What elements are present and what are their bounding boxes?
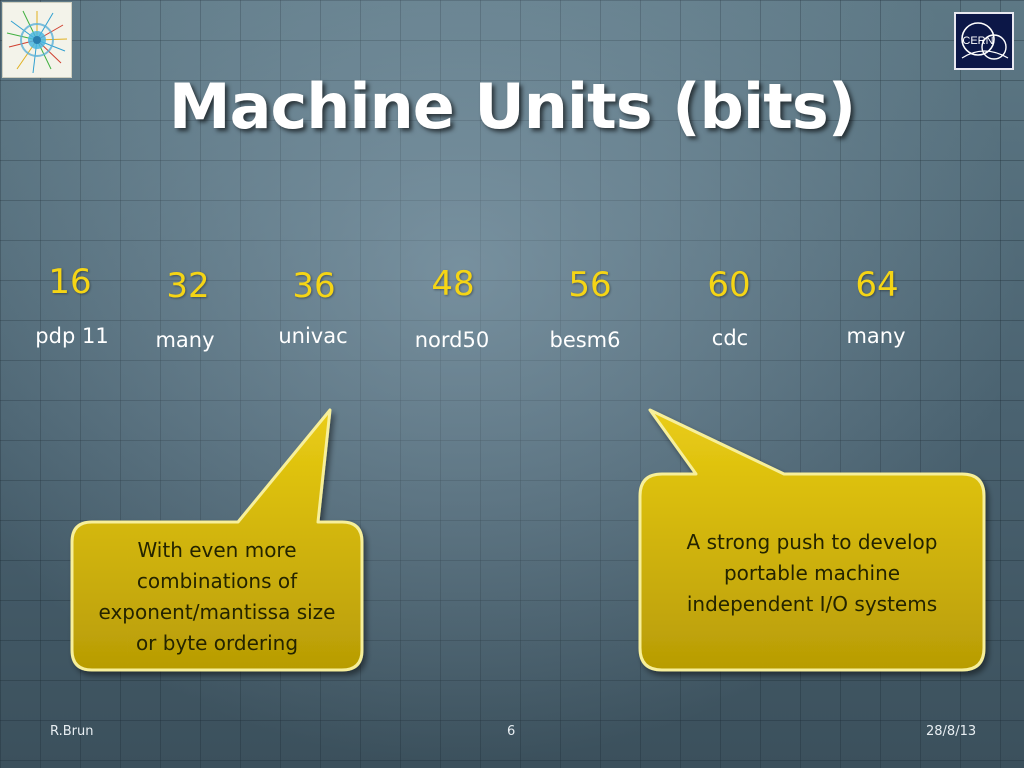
page-number: 6 bbox=[507, 724, 516, 739]
bits-value: 64 bbox=[855, 265, 899, 305]
bits-value: 36 bbox=[292, 266, 336, 306]
footer-author: R.Brun bbox=[50, 724, 94, 739]
machine-label: nord50 bbox=[414, 328, 490, 352]
footer-date: 28/8/13 bbox=[926, 724, 977, 739]
right-callout-text: A strong push to develop portable machin… bbox=[642, 527, 982, 620]
bits-value: 16 bbox=[48, 262, 92, 302]
right-callout-bubble bbox=[638, 408, 986, 672]
callout-line: portable machine bbox=[723, 561, 901, 585]
callout-line: exponent/mantissa size bbox=[98, 600, 336, 624]
machine-label: pdp 11 bbox=[35, 324, 109, 348]
left-callout-text: With even more combinations of exponent/… bbox=[74, 535, 360, 659]
event-display-logo bbox=[2, 2, 72, 78]
machine-label: besm6 bbox=[549, 328, 621, 352]
bits-value: 60 bbox=[707, 265, 751, 305]
bits-value: 56 bbox=[568, 265, 612, 305]
page-title: Machine Units (bits) bbox=[168, 70, 856, 143]
cern-logo-text: CERN bbox=[962, 35, 993, 47]
callout-line: independent I/O systems bbox=[686, 592, 938, 616]
cern-logo: CERN bbox=[954, 12, 1014, 70]
machine-label: cdc bbox=[711, 326, 749, 350]
bits-value: 48 bbox=[431, 264, 475, 304]
particle-burst-icon bbox=[6, 10, 68, 74]
callout-line: combinations of bbox=[136, 569, 298, 593]
machine-label: univac bbox=[278, 324, 348, 348]
machine-label: many bbox=[155, 328, 215, 352]
bits-value: 32 bbox=[166, 266, 210, 306]
cern-emblem-icon: CERN bbox=[961, 22, 1009, 60]
callout-line: With even more bbox=[137, 538, 297, 562]
left-callout-bubble bbox=[70, 408, 364, 672]
machine-label: many bbox=[846, 324, 906, 348]
callout-line: or byte ordering bbox=[135, 631, 299, 655]
callout-line: A strong push to develop bbox=[686, 530, 938, 554]
